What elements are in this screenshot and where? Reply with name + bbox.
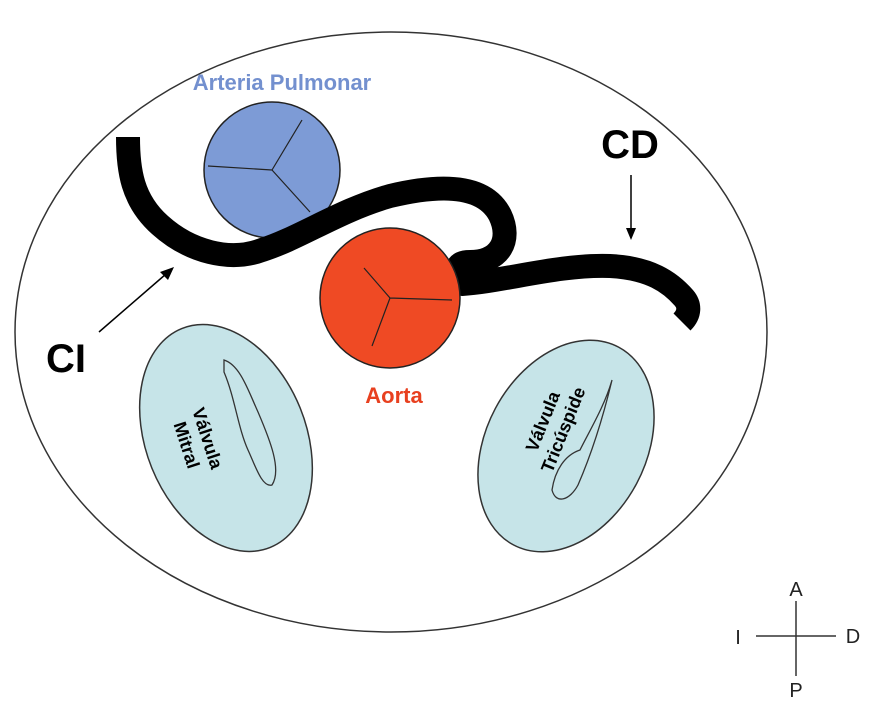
tricuspid-valve-ellipse [477,339,655,553]
mitral-valve-orifice [223,359,277,486]
compass-left-label: I [735,627,741,649]
compass-posterior-label: P [789,680,802,702]
tricuspid-valve [477,339,655,553]
aorta [319,227,461,369]
compass-right-label: D [846,626,860,648]
tricuspid-valve-orifice [551,379,613,500]
orientation-compass: A P I D [735,579,860,702]
compass-anterior-label: A [789,579,803,601]
aortic-valve-leaflets [363,267,453,347]
aorta-label: Aorta [365,383,423,408]
coronary-artery-path [116,136,701,331]
mitral-valve [138,323,314,553]
mitral-valve-ellipse [138,323,314,553]
ci-arrow [98,267,174,333]
ci-label: CI [46,337,86,381]
pulmonary-artery-label: Arteria Pulmonar [193,70,372,95]
cd-arrow [626,175,636,240]
pulmonary-valve-leaflets [207,119,311,213]
cd-label: CD [601,123,659,167]
